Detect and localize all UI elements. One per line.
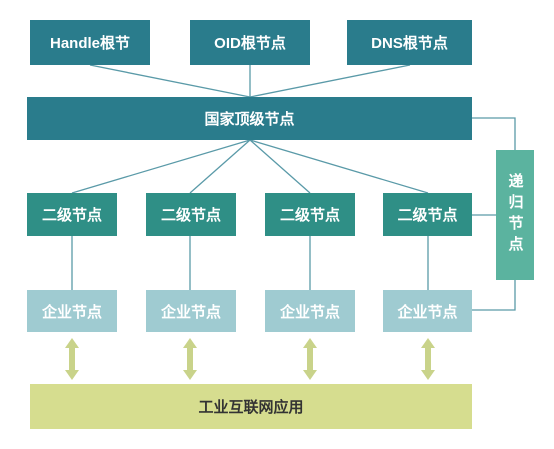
link-handle-national — [89, 64, 251, 98]
root-node-dns: DNS根节点 — [347, 20, 472, 65]
link-national-sec1 — [71, 139, 251, 194]
recursive-node: 递归节点 — [496, 150, 534, 280]
secondary-node-1: 二级节点 — [27, 193, 117, 236]
root-node-handle: Handle根节 — [30, 20, 150, 65]
enterprise-node-3: 企业节点 — [265, 290, 355, 332]
enterprise-node-2: 企业节点 — [146, 290, 236, 332]
double-arrow-1 — [65, 338, 79, 380]
secondary-node-3: 二级节点 — [265, 193, 355, 236]
secondary-node-2: 二级节点 — [146, 193, 236, 236]
industrial-internet-application: 工业互联网应用 — [30, 384, 472, 429]
link-dns-national — [249, 64, 411, 98]
enterprise-node-1: 企业节点 — [27, 290, 117, 332]
link-national-sec2 — [189, 139, 251, 194]
root-node-oid: OID根节点 — [190, 20, 310, 65]
enterprise-node-4: 企业节点 — [383, 290, 472, 332]
double-arrow-4 — [421, 338, 435, 380]
national-top-level-node: 国家顶级节点 — [27, 97, 472, 140]
double-arrow-3 — [303, 338, 317, 380]
link-recursive-ent4 — [472, 280, 516, 311]
link-national-recursive — [472, 117, 516, 150]
link-national-sec3 — [249, 139, 311, 194]
double-arrow-2 — [183, 338, 197, 380]
double-arrows — [65, 338, 435, 380]
link-national-sec4 — [249, 139, 429, 194]
secondary-node-4: 二级节点 — [383, 193, 472, 236]
